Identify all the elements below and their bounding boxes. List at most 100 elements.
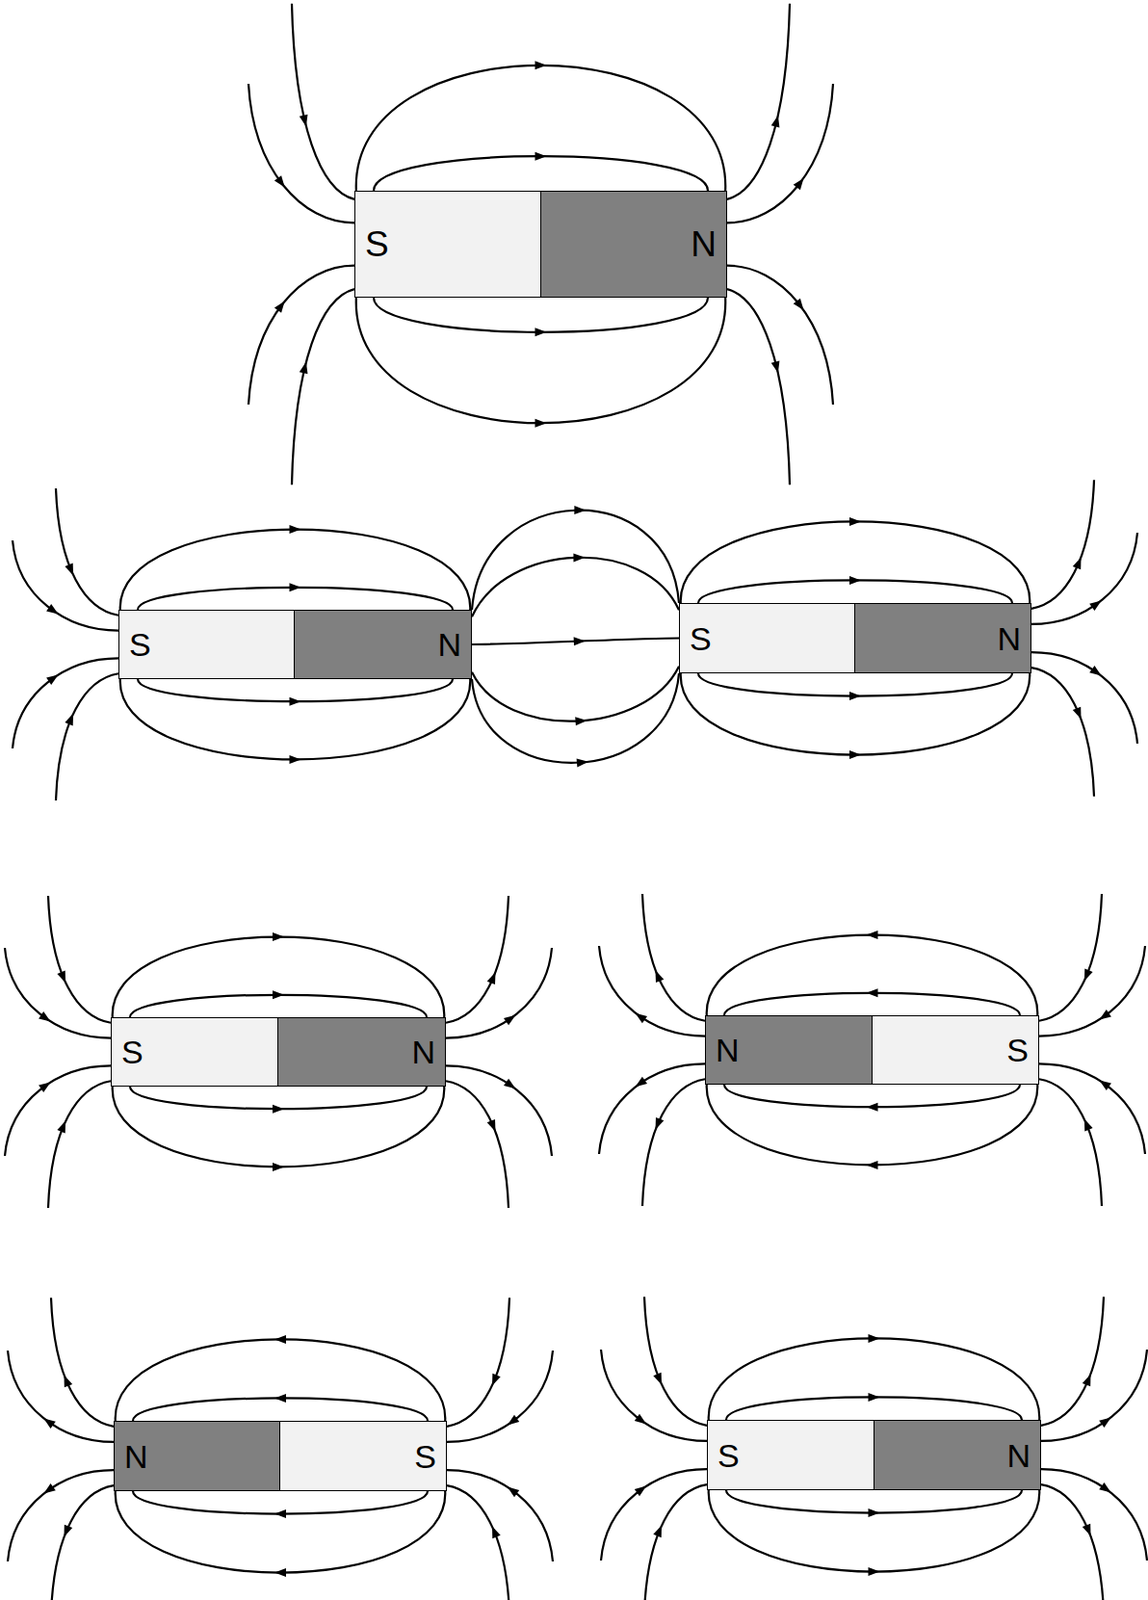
field-arrow [274, 175, 286, 187]
field-arrow [868, 1508, 881, 1517]
field-arrow [299, 114, 309, 128]
field-arrow [56, 970, 66, 984]
field-arrow [274, 301, 286, 314]
field-arrow [274, 1393, 287, 1403]
field-arrow [868, 1392, 881, 1402]
field-line [1039, 893, 1102, 1021]
field-arrow [507, 1487, 520, 1498]
field-arrow [535, 418, 548, 428]
field-arrow [507, 1414, 520, 1426]
magnet-pole: N [541, 190, 728, 298]
pole-label: S [414, 1439, 437, 1473]
field-line [680, 521, 1031, 606]
field-line [130, 1086, 427, 1109]
field-arrow [535, 327, 548, 337]
field-arrow [652, 1372, 662, 1385]
field-arrow [535, 60, 548, 70]
field-arrow [868, 1566, 881, 1576]
field-line [698, 673, 1013, 697]
field-arrow [492, 1525, 501, 1539]
pole-label: S [717, 1438, 740, 1472]
field-line [680, 670, 1031, 756]
field-line [727, 3, 790, 200]
field-arrow [272, 1104, 285, 1114]
field-arrow [866, 1160, 879, 1170]
field-line [644, 1484, 707, 1600]
field-arrow [793, 178, 805, 190]
field-line [642, 893, 705, 1021]
field-line [137, 587, 453, 610]
field-arrow [64, 1524, 74, 1538]
field-line [446, 1297, 510, 1427]
magnet-pole: N [113, 1420, 281, 1491]
pole-label: N [690, 226, 717, 262]
field-line [698, 579, 1013, 603]
field-line [132, 1490, 428, 1514]
field-arrow [655, 969, 665, 983]
field-line [446, 1485, 510, 1600]
field-arrow [635, 1013, 648, 1024]
field-arrow [64, 1375, 74, 1388]
field-arrow [492, 1373, 501, 1386]
field-arrow [866, 930, 879, 940]
field-line [708, 1337, 1041, 1423]
field-line [471, 557, 679, 617]
field-arrow [1089, 600, 1101, 612]
field-line [55, 488, 119, 616]
field-arrow [272, 990, 285, 999]
field-line [48, 1080, 111, 1208]
field-arrow [64, 563, 74, 576]
field-arrow [771, 361, 781, 374]
field-arrow [46, 674, 58, 685]
pole-label: N [996, 622, 1021, 655]
field-line [291, 288, 355, 485]
field-arrow [272, 1162, 285, 1172]
field-line [112, 1083, 445, 1167]
field-line [471, 510, 679, 610]
field-line [706, 935, 1039, 1018]
field-arrow [1082, 1523, 1092, 1537]
field-arrow [573, 552, 585, 562]
field-line [724, 992, 1020, 1016]
field-arrow [64, 713, 74, 727]
field-line [137, 678, 453, 702]
field-arrow [652, 1524, 662, 1538]
field-line [120, 676, 471, 759]
field-line [471, 666, 679, 722]
field-line [445, 1080, 509, 1208]
pole-label: S [689, 622, 712, 655]
magnet-pole: S [354, 190, 542, 298]
field-line [48, 895, 111, 1023]
field-line [1039, 1078, 1102, 1206]
field-arrow [655, 1117, 665, 1130]
field-arrow [43, 1418, 55, 1430]
field-line [1031, 479, 1095, 609]
field-line [726, 1396, 1022, 1420]
field-arrow [574, 505, 586, 515]
field-line [55, 673, 119, 801]
field-connector [471, 673, 679, 767]
field-connector [471, 505, 679, 610]
field-arrow [487, 971, 496, 985]
field-line [373, 297, 708, 333]
field-arrow [274, 1334, 287, 1344]
field-line [356, 294, 727, 423]
field-line [471, 673, 679, 763]
field-arrow [289, 582, 302, 592]
field-arrow [274, 1567, 287, 1577]
field-arrow [849, 750, 861, 759]
field-arrow [503, 1078, 516, 1090]
field-arrow [849, 575, 861, 585]
field-arrow [1089, 665, 1101, 677]
field-arrow [1082, 1374, 1092, 1387]
field-arrow [1098, 1417, 1111, 1429]
field-connector [471, 552, 679, 617]
field-line [130, 994, 427, 1018]
field-arrow [289, 755, 302, 764]
field-arrow [46, 603, 58, 615]
field-arrow [574, 636, 586, 646]
field-arrow [503, 1015, 516, 1026]
field-line [1041, 1484, 1104, 1600]
field-line [706, 1081, 1039, 1165]
field-arrow [635, 1076, 648, 1088]
